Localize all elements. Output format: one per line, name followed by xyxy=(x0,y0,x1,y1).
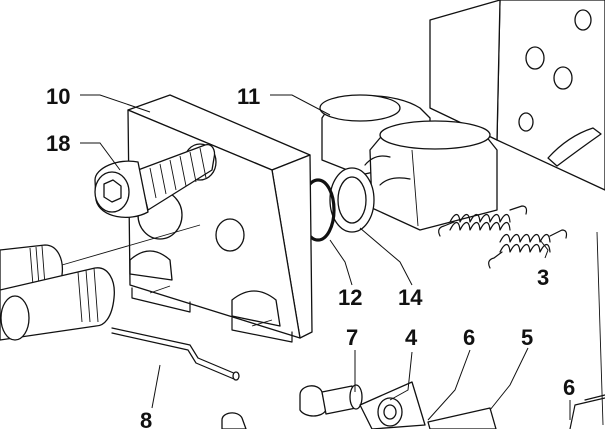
callout-12: 12 xyxy=(338,285,362,310)
part-3-spring-upper xyxy=(438,205,528,237)
part-7-screw xyxy=(299,384,363,417)
part-4-plate xyxy=(359,381,426,429)
callout-10: 10 xyxy=(46,84,70,109)
callout-6-lower: 6 xyxy=(563,375,575,400)
part-3-spring-lower xyxy=(488,229,568,269)
callout-18: 18 xyxy=(46,131,70,156)
housing-block xyxy=(429,0,605,426)
callout-4: 4 xyxy=(405,325,418,350)
callout-5: 5 xyxy=(521,325,533,350)
part-18-socket-screw xyxy=(94,144,216,218)
part-10-manifold-block xyxy=(127,94,313,343)
part-8-pin xyxy=(111,327,240,381)
part-11-sleeve-pair xyxy=(319,94,498,231)
part-6-lever xyxy=(427,407,497,429)
callout-11: 11 xyxy=(237,84,260,109)
part-6-bracket xyxy=(569,394,605,429)
left-connector-lower xyxy=(0,267,115,341)
callout-3: 3 xyxy=(537,265,549,290)
callout-14: 14 xyxy=(398,285,423,310)
part-14-collar xyxy=(329,167,375,233)
part-7-lower-screw xyxy=(221,412,247,429)
callout-7: 7 xyxy=(346,325,358,350)
callout-6-upper: 6 xyxy=(463,325,475,350)
leader-lines xyxy=(80,94,571,421)
callout-8: 8 xyxy=(140,408,152,429)
